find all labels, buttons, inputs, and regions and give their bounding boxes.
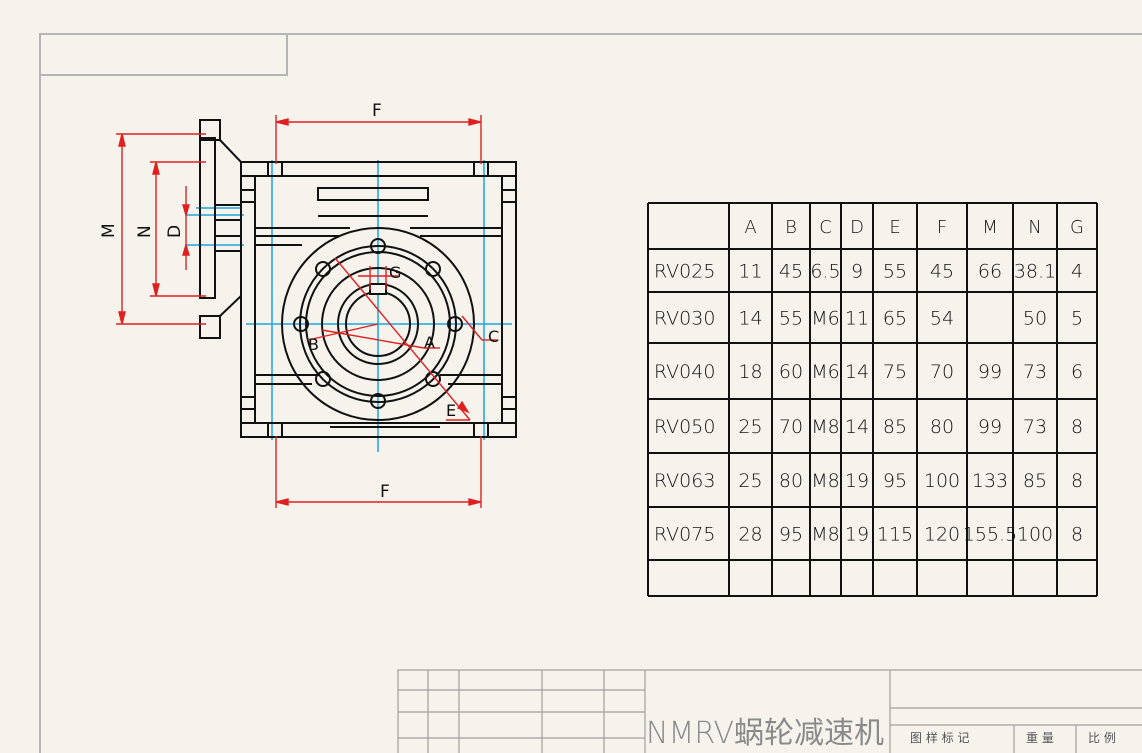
table-cell: 25 (738, 470, 762, 492)
table-header-cell: A (744, 217, 756, 238)
table-cell: 45 (930, 261, 954, 283)
table-cell: 8 (1071, 470, 1083, 492)
table-cell: 66 (978, 261, 1002, 283)
dimension-lines (116, 115, 498, 508)
table-header-cell: B (785, 217, 797, 238)
table-cell: 99 (978, 416, 1002, 438)
table-cell: 45 (779, 261, 803, 283)
table-cell: 19 (845, 524, 869, 546)
table-cell: 95 (883, 470, 907, 492)
title-block: NMRV蜗轮减速机 图 样 标 记 重 量 比 例 (397, 669, 1142, 753)
dim-label-a: A (424, 333, 435, 352)
table-cell: 50 (1023, 308, 1047, 330)
table-cell: 8 (1071, 416, 1083, 438)
table-cell: M6 (811, 308, 839, 330)
table-cell: 25 (738, 416, 762, 438)
table-header-cell: D (850, 217, 864, 238)
table-cell: 28 (738, 524, 762, 546)
table-cell: 80 (779, 470, 803, 492)
table-cell: 75 (883, 361, 907, 383)
table-header-cell: F (937, 217, 947, 238)
table-cell: M8 (811, 470, 839, 492)
dim-label-f-top: F (372, 101, 382, 121)
table-cell: 5 (1071, 308, 1083, 330)
table-cell: 8 (1071, 524, 1083, 546)
table-cell: 85 (1023, 470, 1047, 492)
gearbox-drawing: F F M N D G A B C E (99, 101, 517, 508)
table-cell: M6 (811, 361, 839, 383)
table-cell: 6 (1071, 361, 1083, 383)
table-row-label: RV050 (654, 416, 715, 438)
table-cell: 73 (1023, 416, 1047, 438)
table-cell: 18 (738, 361, 762, 383)
table-cell: 4 (1071, 261, 1083, 283)
sheet-frame (39, 33, 1142, 753)
table-cell: 55 (779, 308, 803, 330)
table-cell: 14 (845, 416, 869, 438)
table-cell: 38.1 (1014, 261, 1056, 283)
housing-outline (199, 119, 517, 438)
table-header-cell: C (819, 217, 832, 238)
title-block-label-weight: 重 量 (1026, 731, 1054, 745)
title-block-label-scale: 比 例 (1088, 731, 1116, 745)
table-cell: 11 (738, 261, 762, 283)
title-block-label-marking: 图 样 标 记 (910, 730, 969, 745)
dim-label-n: N (135, 225, 155, 238)
table-cell: 85 (883, 416, 907, 438)
table-cell: 14 (738, 308, 762, 330)
dim-label-d: D (165, 225, 185, 238)
table-cell: 54 (930, 308, 954, 330)
table-cell: 65 (883, 308, 907, 330)
dim-label-f-bottom: F (380, 482, 390, 502)
table-header-cell: E (889, 217, 900, 238)
table-cell: 70 (779, 416, 803, 438)
table-cell: 55 (883, 261, 907, 283)
table-header-cell: M (982, 217, 998, 238)
table-cell: 80 (930, 416, 954, 438)
table-row-label: RV063 (654, 470, 715, 492)
table-cell: 100 (1017, 524, 1053, 546)
table-cell: 6.5 (810, 261, 840, 283)
table-cell: 115 (877, 524, 913, 546)
table-cell: M8 (811, 524, 839, 546)
table-cell: 73 (1023, 361, 1047, 383)
table-header-cell: N (1028, 217, 1041, 238)
table-row-label: RV040 (654, 361, 715, 383)
table-cell: 100 (924, 470, 960, 492)
table-cell: 60 (779, 361, 803, 383)
table-cell: 14 (845, 361, 869, 383)
table-cell: 11 (845, 308, 869, 330)
table-cell: 155.5 (963, 524, 1017, 546)
table-row-label: RV030 (654, 308, 715, 330)
table-row-label: RV075 (654, 524, 715, 546)
table-cell: 120 (924, 524, 960, 546)
table-cell: M8 (811, 416, 839, 438)
dim-label-b: B (308, 335, 319, 354)
dim-label-g: G (389, 263, 401, 282)
table-cell: 9 (851, 261, 863, 283)
drawing-title: NMRV蜗轮减速机 (646, 716, 884, 751)
table-cell: 99 (978, 361, 1002, 383)
dim-label-c: C (488, 327, 499, 346)
table-header-cell: G (1070, 217, 1084, 238)
table-cell: 95 (779, 524, 803, 546)
dim-label-m: M (99, 223, 119, 238)
table-row-label: RV025 (654, 261, 715, 283)
dim-label-e: E (446, 401, 456, 420)
table-cell: 19 (845, 470, 869, 492)
table-cell: 133 (972, 470, 1008, 492)
table-cell: 70 (930, 361, 954, 383)
